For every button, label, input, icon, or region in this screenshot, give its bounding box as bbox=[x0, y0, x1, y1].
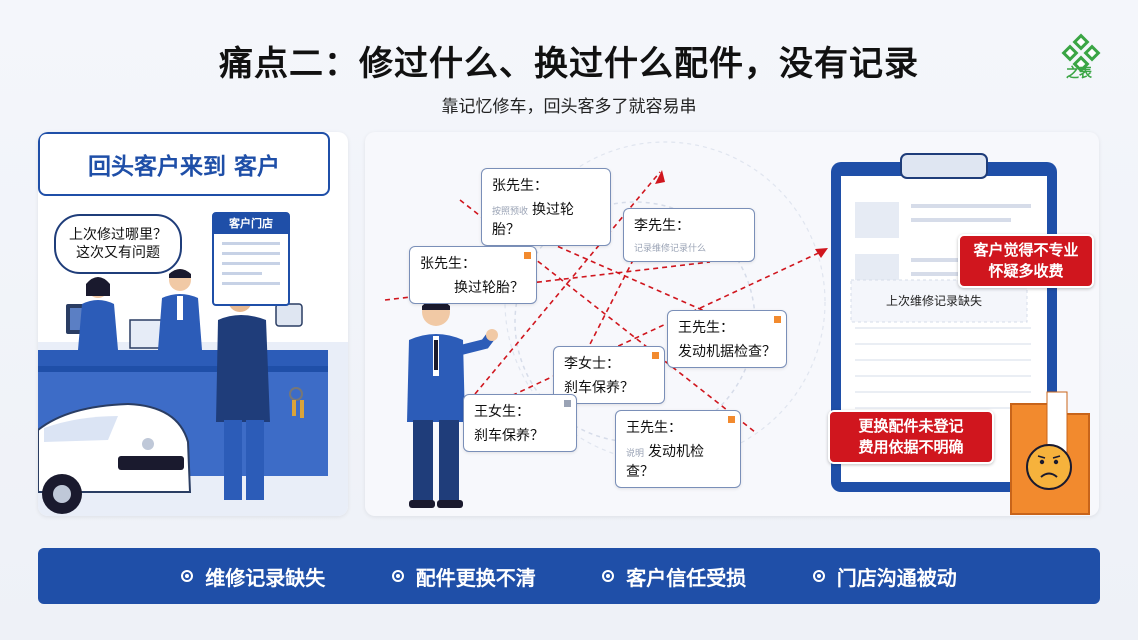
summary-item: 客户信任受损 bbox=[602, 562, 746, 591]
question-card: 王先生： 发动机据检查？ bbox=[667, 310, 787, 368]
summary-bar: 维修记录缺失 配件更换不清 客户信任受损 门店沟通被动 bbox=[38, 548, 1100, 604]
card-question: 刹车保养？ bbox=[474, 428, 544, 444]
card-name: 李女士： bbox=[564, 356, 620, 372]
callout-line-1: 更换配件未登记 bbox=[858, 417, 964, 435]
callout-line-1: 客户觉得不专业 bbox=[973, 241, 1079, 259]
card-question: 换过轮胎？ bbox=[454, 280, 524, 296]
summary-item: 配件更换不清 bbox=[391, 562, 536, 591]
callout-line-2: 怀疑多收费 bbox=[988, 262, 1064, 280]
bullet-icon bbox=[181, 570, 194, 582]
card-faint-text: 记录维修记录什么 bbox=[634, 244, 707, 254]
question-card: 王女生： 刹车保养？ bbox=[463, 394, 577, 452]
card-name: 王女生： bbox=[474, 404, 530, 420]
card-question: 发动机检查？ bbox=[626, 444, 705, 480]
summary-item: 门店沟通被动 bbox=[812, 562, 957, 591]
card-name: 张先生： bbox=[420, 256, 476, 272]
question-card: 李先生： 记录维修记录什么 bbox=[623, 208, 755, 262]
card-question: 发动机据检查？ bbox=[678, 344, 776, 360]
card-name: 张先生： bbox=[492, 178, 548, 194]
card-name: 王先生： bbox=[626, 420, 682, 436]
missing-record-text: 上次维修记录缺失 bbox=[886, 294, 983, 308]
page-subtitle: 靠记忆修车，回头客多了就容易串 bbox=[441, 97, 697, 117]
customer-question-bubble: 上次修过哪里？ 这次又有问题 bbox=[54, 214, 182, 274]
question-card: 张先生： 按照预收换过轮胎？ bbox=[481, 168, 611, 246]
page-title: 痛点二：修过什么、换过什么配件，没有记录 bbox=[219, 44, 919, 84]
card-question: 换过轮胎？ bbox=[492, 202, 575, 238]
summary-item: 维修记录缺失 bbox=[181, 562, 325, 591]
document-lines-icon bbox=[222, 242, 280, 285]
note-tag-icon bbox=[524, 252, 531, 259]
left-banner: 回头客户来到 客户 bbox=[38, 132, 330, 196]
summary-item-label: 配件更换不清 bbox=[415, 565, 536, 590]
summary-item-label: 维修记录缺失 bbox=[205, 565, 326, 590]
card-question: 刹车保养？ bbox=[564, 380, 634, 396]
summary-item-label: 门店沟通被动 bbox=[836, 565, 957, 590]
note-tag-icon bbox=[652, 352, 659, 359]
unprofessional-callout: 客户觉得不专业 怀疑多收费 bbox=[958, 234, 1094, 288]
logo-text: 之表 bbox=[1065, 66, 1092, 81]
note-tag-icon bbox=[774, 316, 781, 323]
unregistered-parts-callout: 更换配件未登记 费用依据不明确 bbox=[828, 410, 994, 464]
callout-line-2: 费用依据不明确 bbox=[858, 438, 964, 456]
summary-item-label: 客户信任受损 bbox=[626, 565, 747, 590]
bullet-icon bbox=[602, 570, 615, 582]
left-scene-panel: 回头客户来到 客户 上次修过哪里？ 这次又有问题 客户门店 bbox=[38, 132, 348, 516]
bullet-icon bbox=[812, 570, 825, 582]
card-name: 李先生： bbox=[634, 218, 690, 234]
card-faint-text: 按照预收 bbox=[492, 207, 529, 217]
logo-icon bbox=[1061, 33, 1101, 73]
bullet-icon bbox=[391, 570, 404, 582]
shop-sign-title: 客户门店 bbox=[214, 214, 288, 234]
note-tag-icon bbox=[728, 416, 735, 423]
bubble-line-1: 上次修过哪里？ bbox=[69, 227, 167, 243]
bubble-line-2: 这次又有问题 bbox=[76, 245, 160, 261]
shop-sign: 客户门店 bbox=[212, 212, 290, 306]
question-card: 张先生： 换过轮胎？ bbox=[409, 246, 537, 304]
question-card: 王先生： 说明发动机检查？ bbox=[615, 410, 741, 488]
card-name: 王先生： bbox=[678, 320, 734, 336]
card-faint-text: 说明 bbox=[626, 449, 645, 459]
service-desk-illustration bbox=[38, 269, 348, 516]
note-tag-icon bbox=[564, 400, 571, 407]
